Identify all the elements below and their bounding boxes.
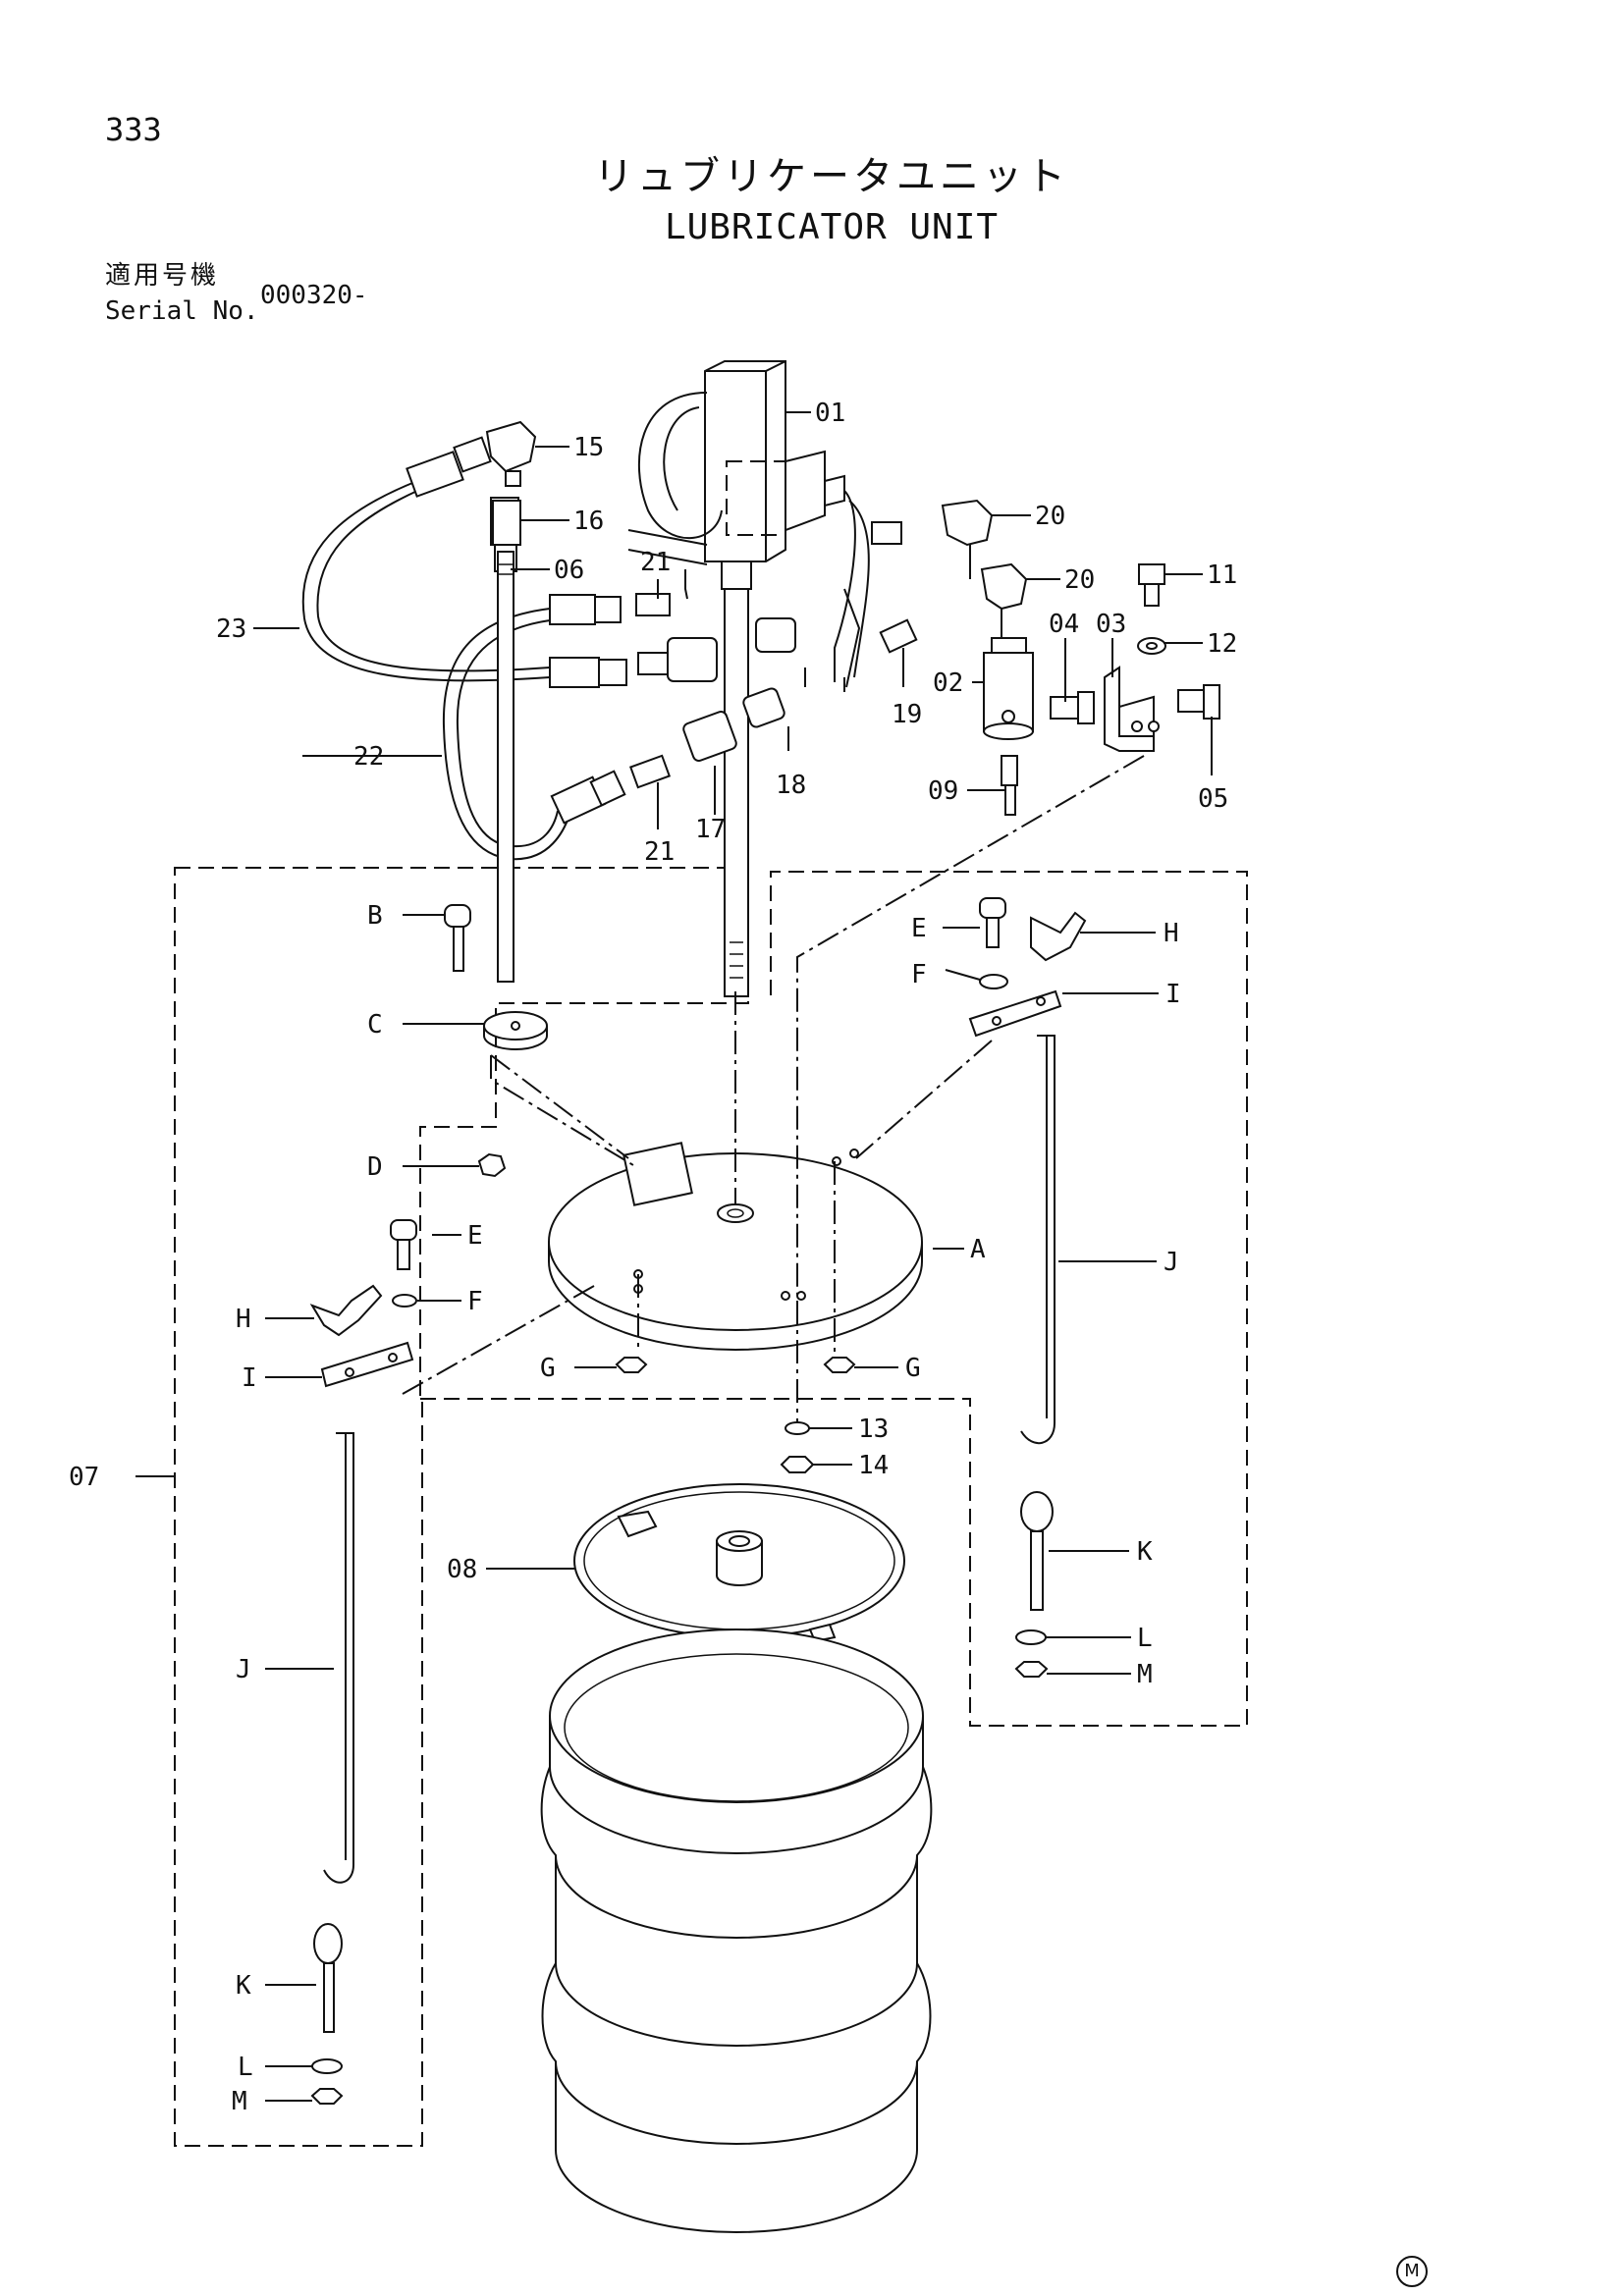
- page-title-japanese: リュブリケータユニット: [594, 154, 1069, 199]
- callout-12: 12: [1207, 629, 1237, 659]
- callout-F-left: F: [467, 1287, 483, 1316]
- callout-M-left: M: [232, 2087, 247, 2116]
- screw-B: [444, 904, 471, 972]
- drum: [540, 1629, 933, 2233]
- callout-B: B: [367, 901, 383, 931]
- callout-C: C: [367, 1010, 383, 1040]
- callout-20-lower: 20: [1064, 565, 1095, 595]
- callout-I-left: I: [242, 1363, 257, 1393]
- callout-A: A: [970, 1235, 986, 1264]
- serial-label: Serial No.: [105, 296, 259, 326]
- fittings: [628, 499, 1028, 789]
- callout-08: 08: [447, 1555, 477, 1584]
- callout-G-left: G: [540, 1354, 556, 1383]
- leader-lines: [135, 411, 1213, 2102]
- callout-K-left: K: [236, 1971, 251, 2001]
- callout-I-right: I: [1165, 980, 1181, 1009]
- callout-17: 17: [695, 815, 726, 844]
- callout-F-right: F: [911, 960, 927, 989]
- callout-09: 09: [928, 776, 958, 806]
- callout-16: 16: [573, 507, 604, 536]
- callout-labels: 01 15 16 06 23 22 20 20 11 12 04 03 05 0…: [69, 399, 1237, 2116]
- hose-22: [442, 594, 626, 861]
- callout-L-left: L: [238, 2053, 253, 2082]
- corner-mark: M: [1396, 2256, 1428, 2287]
- callout-D: D: [367, 1152, 383, 1182]
- callout-21-upper: 21: [640, 548, 671, 577]
- callout-03: 03: [1096, 610, 1126, 639]
- page-number: 333: [105, 111, 162, 148]
- left-clamp-set: [309, 1219, 417, 2105]
- hose-23: [301, 420, 627, 688]
- callout-E-left: E: [467, 1221, 483, 1251]
- group-08-outline: [420, 871, 1248, 1727]
- callout-M-right: M: [1137, 1660, 1153, 1689]
- callout-14: 14: [858, 1451, 889, 1480]
- flange-C: [483, 1011, 548, 1050]
- pump-assembly: [627, 360, 870, 997]
- right-clamp-set: [968, 897, 1087, 1678]
- drum-lid-08: [573, 1483, 905, 1643]
- callout-E-right: E: [911, 914, 927, 943]
- callout-G-right: G: [905, 1354, 921, 1383]
- callout-13: 13: [858, 1415, 889, 1444]
- callout-06: 06: [554, 556, 584, 585]
- callout-11: 11: [1207, 561, 1237, 590]
- callout-H-right: H: [1164, 919, 1179, 948]
- nuts-G-13-14: [615, 1357, 856, 1473]
- serial-label-japanese: 適用号機: [105, 261, 220, 291]
- callout-15: 15: [573, 433, 604, 462]
- callout-19: 19: [892, 700, 922, 729]
- callout-H-left: H: [236, 1305, 251, 1334]
- callout-23: 23: [216, 614, 246, 644]
- callout-J-right: J: [1164, 1248, 1179, 1277]
- cover-plate-A: [548, 1142, 923, 1351]
- callout-22: 22: [353, 742, 384, 772]
- callout-21-lower: 21: [644, 837, 675, 867]
- callout-20-upper: 20: [1035, 502, 1065, 531]
- callout-04: 04: [1049, 610, 1079, 639]
- assembly-guide-lines: [402, 755, 1145, 1423]
- serial-number-value: 000320-: [260, 281, 368, 310]
- callout-07: 07: [69, 1463, 99, 1492]
- callout-18: 18: [776, 771, 806, 800]
- callout-05: 05: [1198, 784, 1228, 814]
- page-title: LUBRICATOR UNIT: [664, 207, 1000, 247]
- nut-D: [477, 1152, 507, 1178]
- callout-J-left: J: [236, 1655, 251, 1684]
- callout-L-right: L: [1137, 1624, 1153, 1653]
- callout-01: 01: [815, 399, 845, 428]
- connector-16: [492, 500, 521, 983]
- callout-K-right: K: [1137, 1537, 1153, 1567]
- callout-02: 02: [933, 668, 963, 698]
- valve-assembly: [983, 563, 1220, 816]
